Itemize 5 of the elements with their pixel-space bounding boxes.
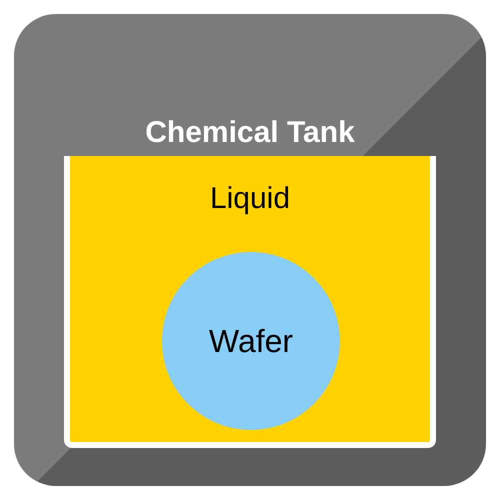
tank-panel [14,14,486,486]
tank-title: Chemical Tank [145,118,355,148]
liquid-area [64,156,436,448]
wafer-label: Wafer [208,322,294,361]
liquid-label: Liquid [210,184,290,214]
